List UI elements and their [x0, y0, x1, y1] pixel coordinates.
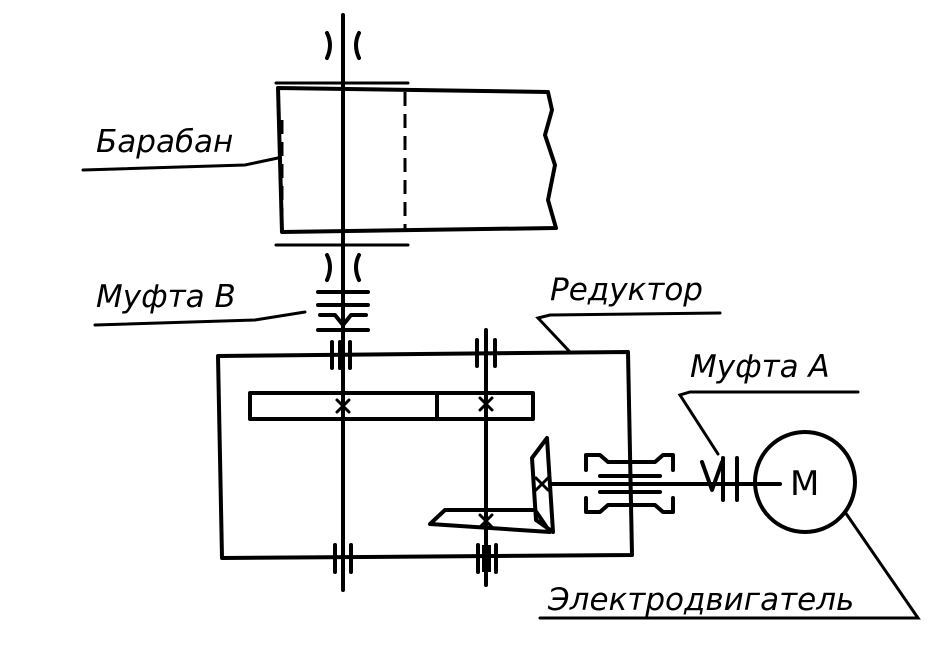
reducer-bottom-bearing-left: [333, 543, 353, 574]
coupling-b-leader-line: [93, 310, 307, 327]
reducer-housing: [216, 350, 634, 560]
motor-label: Электродвигатель: [547, 582, 854, 618]
coupling-b: [316, 290, 370, 332]
drum: [274, 81, 558, 247]
coupling-b-label: Муфта В: [96, 279, 236, 315]
input-shaft-bearing: [584, 453, 675, 514]
reducer-top-bearing-left: [330, 340, 352, 370]
coupling-a-label: Муфта А: [690, 349, 830, 385]
drum-label: Барабан: [96, 124, 233, 160]
lower-drum-bearing: [325, 253, 361, 282]
motor-symbol: M: [790, 464, 819, 504]
reducer-label: Редуктор: [550, 272, 703, 308]
top-bearing: [325, 31, 361, 60]
reducer-leader-line: [535, 311, 722, 354]
motor-leader-line: [538, 510, 921, 620]
electric-motor: M: [753, 430, 857, 534]
drum-leader-line: [81, 156, 280, 172]
coupling-a-leader-line: [677, 390, 860, 456]
coupling-a: [700, 456, 739, 502]
spur-gear-pair: [248, 391, 535, 421]
bevel-gear-pair: [428, 436, 555, 534]
